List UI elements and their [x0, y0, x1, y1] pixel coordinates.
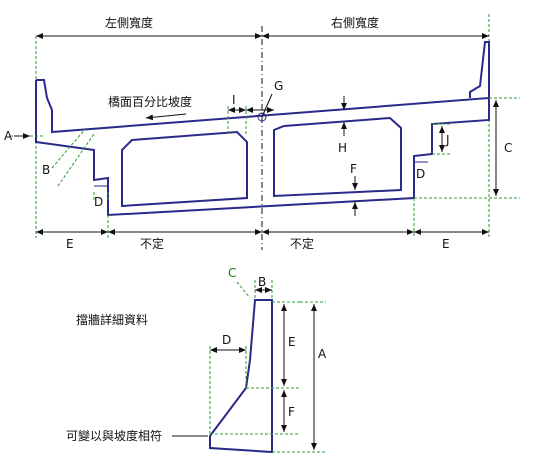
left-box-void — [121, 130, 248, 208]
top-width-dimensions: 左側寬度 右側寬度 — [35, 14, 490, 238]
detail-label-e: E — [288, 335, 296, 349]
detail-label-a: A — [318, 347, 327, 361]
label-h: H — [338, 96, 347, 155]
adjustable-note: 可變以與坡度相符 — [66, 428, 162, 443]
detail-label-b: B — [258, 275, 266, 289]
label-d-left: D — [93, 192, 109, 209]
label-a-text: A — [4, 129, 13, 143]
label-i: I — [227, 93, 247, 134]
label-f: F — [350, 162, 358, 216]
detail-label-c: C — [228, 266, 236, 280]
right-box-void — [273, 116, 402, 198]
label-f-text: F — [350, 162, 357, 176]
slope-label: 橋面百分比坡度 — [108, 94, 192, 109]
label-d-left-text: D — [94, 195, 103, 209]
label-g-text: G — [274, 79, 283, 93]
detail-label-d: D — [222, 333, 231, 347]
label-d-right-text: D — [416, 167, 425, 181]
bottom-dimensions: E 不定 不定 E — [36, 198, 489, 251]
label-a-left: A — [4, 129, 44, 143]
bottom-variable-right: 不定 — [290, 236, 314, 251]
label-j-text: J — [445, 133, 450, 147]
label-c-text: C — [504, 141, 512, 155]
detail-title: 擋牆詳細資料 — [76, 312, 148, 327]
label-c: C — [414, 97, 520, 199]
barrier-dimensions: C B D E F A — [209, 266, 327, 453]
label-b-text: B — [42, 163, 50, 177]
bottom-e-left: E — [66, 237, 74, 251]
barrier-outline — [209, 299, 273, 454]
label-h-text: H — [338, 141, 347, 155]
label-b-left: B — [42, 127, 95, 187]
bottom-e-right: E — [442, 237, 450, 251]
label-g: G — [246, 79, 283, 122]
detail-label-f: F — [288, 405, 295, 419]
slope-indicator: 橋面百分比坡度 — [108, 94, 192, 121]
label-j: J — [432, 123, 452, 155]
label-d-right: D — [416, 167, 425, 181]
left-width-label: 左側寬度 — [105, 15, 153, 30]
right-width-label: 右側寬度 — [331, 15, 379, 30]
bottom-variable-left: 不定 — [140, 236, 164, 251]
label-i-text: I — [232, 93, 236, 107]
